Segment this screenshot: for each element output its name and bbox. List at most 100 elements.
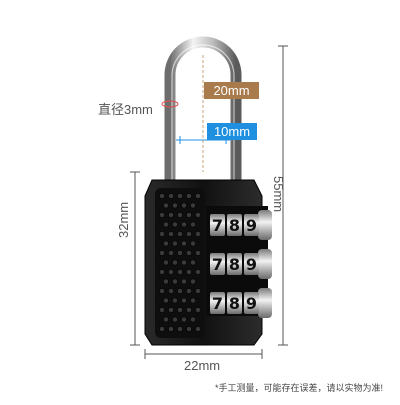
grip-dot [172, 202, 178, 209]
grip-dot [172, 240, 178, 247]
grip-dot [163, 297, 169, 304]
grip-dot [181, 278, 187, 285]
grip-dot [195, 193, 201, 199]
grip-dot [186, 212, 192, 218]
grip-dot [190, 297, 196, 304]
grip-dot [177, 250, 183, 256]
grip-dot [186, 231, 192, 237]
grip-dot [168, 269, 174, 275]
grip-dot [168, 212, 174, 218]
grip-dot [177, 326, 183, 332]
dial-digit: 9 [246, 294, 257, 313]
grip-dot [163, 278, 169, 285]
grip-dot [163, 240, 169, 247]
grip-dot [195, 307, 201, 313]
dial-wheel[interactable] [210, 214, 225, 236]
dial-wheel[interactable] [227, 253, 242, 275]
grip-dot [186, 288, 192, 294]
grip-dot [190, 240, 196, 247]
grip-dot [172, 316, 178, 323]
grip-dot [177, 212, 183, 218]
grip-dot [159, 307, 165, 313]
grip-dot [177, 288, 183, 294]
grip-dot [195, 288, 201, 294]
dial-digit: 8 [229, 294, 240, 313]
shackle [164, 36, 242, 182]
dial-wheel[interactable] [210, 253, 225, 275]
grip-dot [190, 221, 196, 228]
dial-wheel[interactable] [227, 214, 242, 236]
shackle-height-tag: 20mm [204, 82, 259, 99]
dial-wheel[interactable] [210, 292, 225, 314]
grip-dot [163, 202, 169, 209]
diameter-marker [161, 100, 179, 108]
grip-dot [159, 193, 165, 199]
grip-dot [177, 269, 183, 275]
dial-digit: 7 [212, 294, 223, 313]
grip-dot [181, 240, 187, 247]
dial-digit: 8 [229, 216, 240, 235]
dial-edge [258, 210, 272, 240]
dial-digit: 7 [212, 255, 223, 274]
grip-dot [163, 221, 169, 228]
grip-dot [195, 231, 201, 237]
total-height-label: 55mm [271, 176, 286, 213]
grip-dot [190, 259, 196, 266]
grip-dot [186, 307, 192, 313]
grip-dot [195, 269, 201, 275]
grip-dot [190, 316, 196, 323]
measurement-note: *手工测量，可能存在误差，请以实物为准! [215, 383, 384, 393]
grip-dot [190, 202, 196, 209]
grip-dot [190, 278, 196, 285]
dial-wheel[interactable] [244, 253, 259, 275]
grip-dot [195, 250, 201, 256]
grip-dot [186, 193, 192, 199]
dial-digit: 9 [246, 216, 257, 235]
grip-panel [155, 188, 205, 338]
grip-dot [181, 221, 187, 228]
grip-dot [168, 193, 174, 199]
grip-dot [177, 193, 183, 199]
grip-dot [168, 250, 174, 256]
dial-edge [258, 288, 272, 318]
grip-dot [195, 212, 201, 218]
grip-dot [168, 326, 174, 332]
grip-dot [181, 316, 187, 323]
body-height-label: 32mm [116, 201, 131, 238]
grip-dot [172, 221, 178, 228]
grip-dot [168, 231, 174, 237]
grip-dot [172, 278, 178, 285]
grip-dot [186, 269, 192, 275]
grip-dots [159, 193, 201, 332]
grip-dot [159, 326, 165, 332]
dial-edge [258, 249, 272, 279]
shackle-inner-highlight [171, 44, 235, 182]
shackle-diameter-label: 直径3mm [98, 102, 153, 117]
dial-digit: 9 [246, 255, 257, 274]
grip-dot [163, 259, 169, 266]
dial-wheel[interactable] [244, 292, 259, 314]
shackle-width-tag: 10mm [207, 123, 257, 140]
dial-wheel[interactable] [244, 214, 259, 236]
dial-wheel[interactable] [227, 292, 242, 314]
grip-dot [159, 288, 165, 294]
grip-dot [159, 250, 165, 256]
grip-dot [181, 297, 187, 304]
grip-dot [159, 231, 165, 237]
grip-dot [181, 259, 187, 266]
grip-dot [172, 259, 178, 266]
grip-dot [168, 288, 174, 294]
grip-dot [177, 307, 183, 313]
grip-dot [172, 297, 178, 304]
grip-dot [186, 326, 192, 332]
dial-digit: 7 [212, 216, 223, 235]
grip-dot [159, 212, 165, 218]
grip-dot [159, 269, 165, 275]
grip-dot [195, 326, 201, 332]
grip-dot [186, 250, 192, 256]
grip-dot [168, 307, 174, 313]
grip-dot [177, 231, 183, 237]
